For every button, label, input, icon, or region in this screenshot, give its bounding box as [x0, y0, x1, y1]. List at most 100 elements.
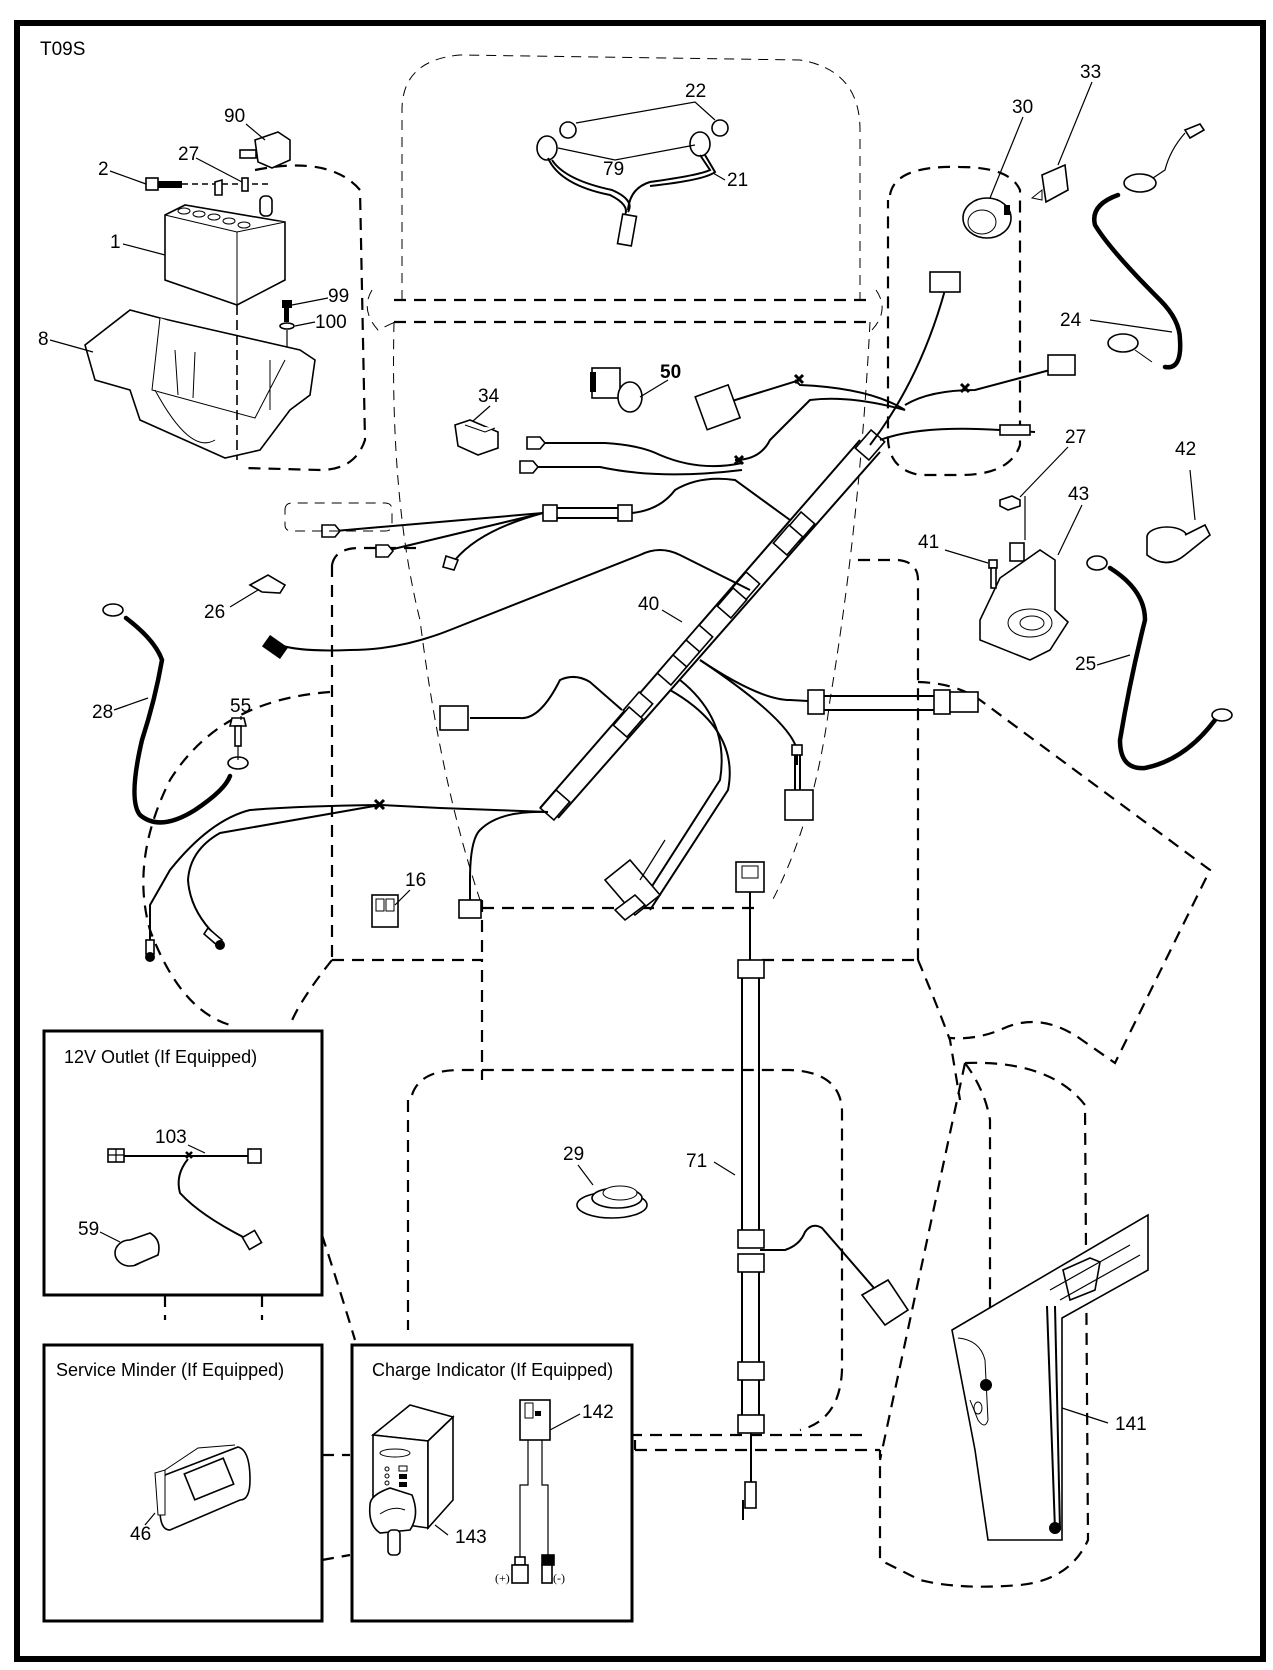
callout-28[interactable]: 28: [92, 702, 113, 723]
terminal-cover-90[interactable]: [254, 131, 291, 169]
callout-34[interactable]: 34: [478, 386, 500, 407]
callout-79[interactable]: 79: [603, 159, 624, 180]
clip-71-a: [737, 959, 765, 979]
outlet-connector-right[interactable]: [247, 1148, 262, 1164]
callout-8[interactable]: 8: [38, 329, 49, 350]
rocker-switch-34[interactable]: [454, 419, 499, 456]
diagram-code: T09S: [40, 39, 85, 60]
seat-switch-141[interactable]: [951, 1213, 1149, 1541]
callout-50[interactable]: 50: [660, 362, 681, 383]
connector-top[interactable]: [929, 271, 961, 293]
callout-27-lower[interactable]: 27: [1065, 427, 1086, 448]
light-switch-50[interactable]: [591, 367, 621, 399]
callout-33[interactable]: 33: [1080, 62, 1101, 83]
callout-29[interactable]: 29: [563, 1144, 584, 1165]
battery-1[interactable]: [164, 204, 286, 306]
callout-26[interactable]: 26: [204, 602, 225, 623]
connector-pair-a[interactable]: [807, 689, 825, 715]
callout-143[interactable]: 143: [455, 1527, 487, 1548]
bolt-2-head[interactable]: [145, 177, 159, 191]
callout-100[interactable]: 100: [315, 312, 347, 333]
callout-103[interactable]: 103: [155, 1127, 187, 1148]
callout-141[interactable]: 141: [1115, 1414, 1147, 1435]
terminal-cover-stub: [239, 149, 257, 159]
bolt-99-shank: [284, 308, 289, 322]
inset-service-minder: Service Minder (If Equipped) 46: [42, 1343, 324, 1623]
main-harness-40[interactable]: [145, 271, 1076, 962]
callout-21[interactable]: 21: [727, 170, 748, 191]
headlight-connector[interactable]: [616, 213, 638, 247]
solenoid-group: [979, 495, 1233, 771]
callout-41[interactable]: 41: [918, 532, 939, 553]
inset-charge-indicator: Charge Indicator (If Equipped) 143 (+) (…: [350, 1343, 634, 1623]
callout-24[interactable]: 24: [1060, 310, 1082, 331]
outlet-connector-bottom[interactable]: [241, 1229, 263, 1251]
cable-25-ring-bottom: [1211, 708, 1233, 722]
cable-24-ring-top: [1123, 173, 1157, 193]
callout-2[interactable]: 2: [98, 159, 109, 180]
module-33[interactable]: [1041, 163, 1069, 204]
connector-pair-c[interactable]: [949, 691, 979, 713]
fuse-26[interactable]: [248, 574, 287, 594]
screw-55[interactable]: [228, 717, 248, 727]
callout-1[interactable]: 1: [110, 232, 121, 253]
callout-90[interactable]: 90: [224, 106, 245, 127]
bolt-41-head[interactable]: [988, 559, 998, 569]
inset-charge-indicator-title: Charge Indicator (If Equipped): [372, 1360, 613, 1380]
callout-43[interactable]: 43: [1068, 484, 1089, 505]
terminal-e: [442, 554, 460, 571]
terminal-negative: [541, 1564, 553, 1584]
callout-25[interactable]: 25: [1075, 654, 1096, 675]
callout-59[interactable]: 59: [78, 1219, 99, 1240]
bolt-41-shank: [990, 567, 997, 589]
callout-27[interactable]: 27: [178, 144, 199, 165]
terminal-a: [526, 436, 547, 450]
clip-71-b: [737, 1229, 765, 1249]
cable-24-ring-bottom: [1107, 333, 1139, 353]
bulb-socket-left[interactable]: [536, 135, 558, 161]
callout-71[interactable]: 71: [686, 1151, 707, 1172]
nut-27[interactable]: [241, 177, 249, 192]
connector-vertical[interactable]: [784, 789, 814, 821]
harness-clips: [539, 428, 886, 822]
callout-22[interactable]: 22: [685, 81, 706, 102]
fuse-holder-a: [542, 504, 558, 522]
callout-142[interactable]: 142: [582, 1402, 614, 1423]
extension-harness-71[interactable]: [735, 861, 910, 1520]
connector-16-side[interactable]: [458, 899, 482, 919]
connector-small[interactable]: [999, 424, 1031, 436]
positive-label: (+): [495, 1571, 510, 1585]
fuse-holder-b: [617, 504, 633, 522]
diagram-border: [14, 20, 1266, 1662]
headlight-bulb-left[interactable]: [559, 121, 577, 139]
nut-27-upper[interactable]: [999, 495, 1021, 511]
connector-pair-b[interactable]: [933, 689, 951, 715]
plug-left[interactable]: [439, 705, 469, 731]
connector-right[interactable]: [1047, 354, 1076, 376]
callout-16[interactable]: 16: [405, 870, 426, 891]
callout-30[interactable]: 30: [1012, 97, 1033, 118]
connector-71-bottom[interactable]: [744, 1481, 757, 1509]
callout-99[interactable]: 99: [328, 286, 349, 307]
inset-service-minder-title: Service Minder (If Equipped): [56, 1360, 284, 1380]
battery-post: [259, 195, 273, 217]
clip-71-d: [737, 1361, 765, 1381]
connector-black[interactable]: [261, 634, 289, 660]
bulb-socket-right[interactable]: [689, 131, 711, 157]
clip-71-c: [737, 1253, 765, 1273]
square-connector[interactable]: [694, 383, 742, 431]
callout-40[interactable]: 40: [638, 594, 659, 615]
clip-71-e: [737, 1414, 765, 1434]
callouts: 90 27 2 1 99 100 8 22 79 21 30 33: [38, 62, 1196, 1435]
bolt-99[interactable]: [282, 300, 292, 308]
inset-outlet-title: 12V Outlet (If Equipped): [64, 1047, 257, 1067]
connector-71-branch[interactable]: [860, 1278, 910, 1327]
washer-100[interactable]: [279, 322, 295, 330]
left-parts: [102, 367, 643, 928]
headlight-bulb-right[interactable]: [711, 119, 729, 137]
callout-42[interactable]: 42: [1175, 439, 1196, 460]
callout-55[interactable]: 55: [230, 696, 251, 717]
plug-29[interactable]: [576, 1185, 648, 1219]
callout-46[interactable]: 46: [130, 1524, 151, 1545]
